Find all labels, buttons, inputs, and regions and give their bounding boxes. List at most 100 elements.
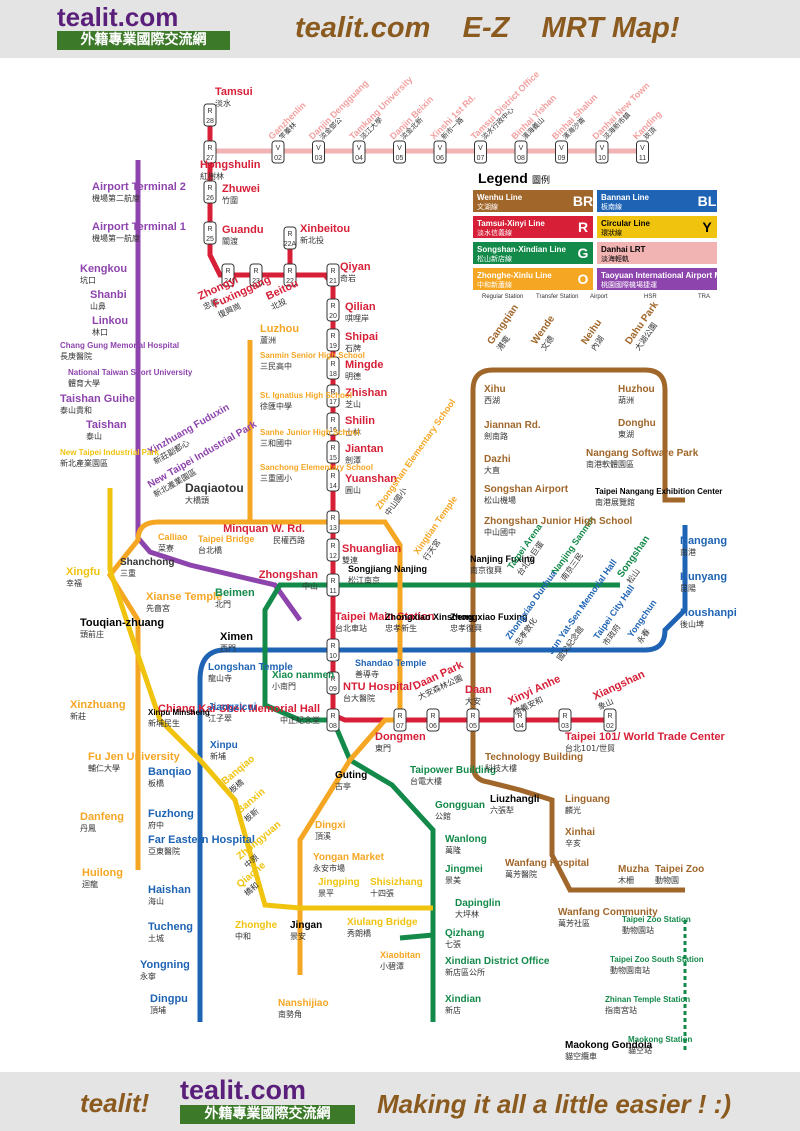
danhai-04-marker[interactable]: V04 (352, 140, 366, 164)
xiangshan-marker[interactable]: R02 (603, 708, 617, 732)
legend-item-7: Taoyuan International Airport MRT桃園國際機場捷… (597, 268, 732, 290)
ckshall-marker[interactable]: R08 (326, 708, 340, 732)
labels-wanlong-zh-label: 萬隆 (445, 845, 461, 855)
jiantan-marker[interactable]: R15 (326, 440, 340, 464)
shilin-marker[interactable]: R16 (326, 412, 340, 436)
zhongshan-marker[interactable]: R11 (326, 573, 340, 597)
station-markers: R28R27R26R25R24R23R22R22AR21R20R19R18R17… (203, 103, 649, 732)
station-mingde-zh-label: 明德 (345, 371, 361, 381)
header-headline: tealit.com E-Z MRT Map! (295, 12, 680, 44)
labels-fareastern-zh-label: 亞東醫院 (148, 846, 180, 856)
danhai-03-marker[interactable]: V03 (312, 140, 325, 164)
labels-songjiang-label: Songjiang Nanjing (348, 564, 427, 574)
danhai-02-marker[interactable]: V02 (271, 140, 285, 164)
svg-text:09: 09 (329, 686, 337, 693)
station-daan-label: Daan (465, 684, 492, 696)
svg-text:圖例: 圖例 (532, 174, 550, 186)
footer-left: tealit! (80, 1088, 150, 1118)
daanpark-marker[interactable]: R06 (426, 708, 440, 732)
svg-text:R: R (578, 219, 588, 235)
shipai-marker[interactable]: R19 (326, 328, 340, 352)
danhai-09-marker[interactable]: V09 (555, 140, 568, 164)
danhai-10-marker[interactable]: V10 (595, 140, 609, 164)
taipei101-marker[interactable]: R03 (558, 708, 572, 732)
ntuh-marker[interactable]: R09 (326, 671, 340, 695)
daan-marker[interactable]: R05 (466, 708, 480, 732)
labels-haishan-zh-label: 海山 (148, 896, 164, 906)
labels-xindian-label: Xindian (445, 994, 481, 1005)
labels-liuzhangli-label: Liuzhangli (490, 794, 540, 805)
svg-text:09: 09 (558, 155, 566, 162)
labels-haishan-label: Haishan (148, 884, 191, 896)
labels-xinhai-zh-label: 辛亥 (565, 838, 581, 848)
svg-text:O: O (578, 271, 589, 287)
dongmen-marker[interactable]: R07 (393, 708, 407, 732)
yuanshan-marker[interactable]: R14 (326, 468, 340, 492)
labels-nanjingfuxing-zh-label: 南京復興 (470, 565, 502, 575)
zhuwei-marker[interactable]: R26 (203, 180, 217, 204)
labels-sanmin-zh-label: 三民高中 (260, 361, 292, 371)
zhongyi-marker[interactable]: R24 (221, 263, 235, 287)
labels-xindian-zh-label: 新店 (445, 1005, 461, 1015)
labels-linkou-zh-label: 林口 (92, 327, 108, 337)
labels-sanchongelem-zh-label: 三重國小 (260, 473, 292, 483)
labels-houshanpi-zh-label: 後山埤 (680, 619, 704, 629)
station-hongshulin-label: Hongshulin (200, 159, 261, 171)
svg-text:08: 08 (329, 723, 337, 730)
station-ntuh-label: NTU Hospital (343, 681, 412, 693)
station-xinbeitou-zh-label: 新北投 (300, 235, 324, 245)
tamsui-marker[interactable]: R28 (203, 103, 217, 127)
labels-gzhinan-label: Zhinan Temple Station (605, 995, 690, 1004)
labels-beimen-label: Beimen (215, 587, 255, 599)
zhishan-marker[interactable]: R17 (326, 384, 340, 408)
labels-linguang-label: Linguang (565, 794, 610, 805)
svg-text:Bannan Line: Bannan Line (601, 193, 650, 202)
svg-text:Taoyuan International Airport: Taoyuan International Airport MRT (601, 271, 732, 280)
labels-danfeng-label: Danfeng (80, 811, 124, 823)
danhai-05-marker[interactable]: V05 (393, 140, 406, 164)
footer-logo[interactable]: tealit.com (180, 1075, 307, 1105)
labels-xiansetemple-label: Xianse Temple (146, 591, 222, 603)
svg-text:Wenhu Line: Wenhu Line (477, 193, 523, 202)
fuxinggang-marker[interactable]: R23 (249, 263, 263, 287)
xinyianhe-marker[interactable]: R04 (513, 708, 527, 732)
beitou-marker[interactable]: R22 (283, 263, 297, 287)
qiyan-marker[interactable]: R21 (326, 263, 340, 287)
mingde-marker[interactable]: R18 (326, 356, 340, 380)
qilian-marker[interactable]: R20 (326, 298, 340, 322)
labels-wanfangcomm-label: Wanfang Community (558, 907, 658, 918)
svg-text:R: R (607, 713, 612, 720)
labels-shisizhang-label: Shisizhang (370, 877, 423, 888)
danhai-06-marker[interactable]: V06 (433, 140, 447, 164)
labels-qizhang-zh-label: 七張 (445, 940, 461, 949)
danhai-08-marker[interactable]: V08 (514, 140, 528, 164)
labels-kengkou-label: Kengkou (80, 263, 127, 275)
labels-ximen-label: Ximen (220, 631, 253, 643)
svg-text:26: 26 (206, 195, 214, 202)
labels-changgung-label: Chang Gung Memorial Hospital (60, 341, 179, 350)
labels-zhongxiaofuxing-label: Zhongxiao Fuxing (450, 612, 528, 622)
labels-luzhou-zh-label: 蘆洲 (260, 335, 276, 345)
labels-touqian-zh-label: 頭前庄 (80, 629, 104, 639)
svg-text:10: 10 (329, 653, 337, 660)
tamsui-xinyi-line (207, 120, 610, 723)
svg-text:松山新店線: 松山新店線 (477, 254, 512, 263)
station-dongmen-zh-label: 東門 (375, 743, 391, 753)
svg-text:淡水信義線: 淡水信義線 (477, 228, 512, 237)
labels-taipeizoo-label: Taipei Zoo (655, 864, 704, 875)
station-shipai-zh-label: 石牌 (345, 343, 361, 353)
labels-jingmei-label: Jingmei (445, 864, 483, 875)
header-logo-subtitle: 外籍專業國際交流網 (57, 31, 230, 50)
danhai-07-marker[interactable]: V07 (474, 140, 487, 164)
danhai-11-marker[interactable]: V11 (636, 140, 649, 164)
minquan-marker[interactable]: R13 (326, 510, 340, 534)
hongshulin-marker[interactable]: R27 (203, 140, 217, 164)
station-tamsui-label: Tamsui (215, 86, 253, 98)
header-logo[interactable]: tealit.com (57, 2, 179, 32)
guandu-marker[interactable]: R25 (203, 221, 217, 245)
shuanglian-marker[interactable]: R12 (326, 538, 340, 562)
taipeimain-marker[interactable]: R10 (326, 638, 340, 662)
